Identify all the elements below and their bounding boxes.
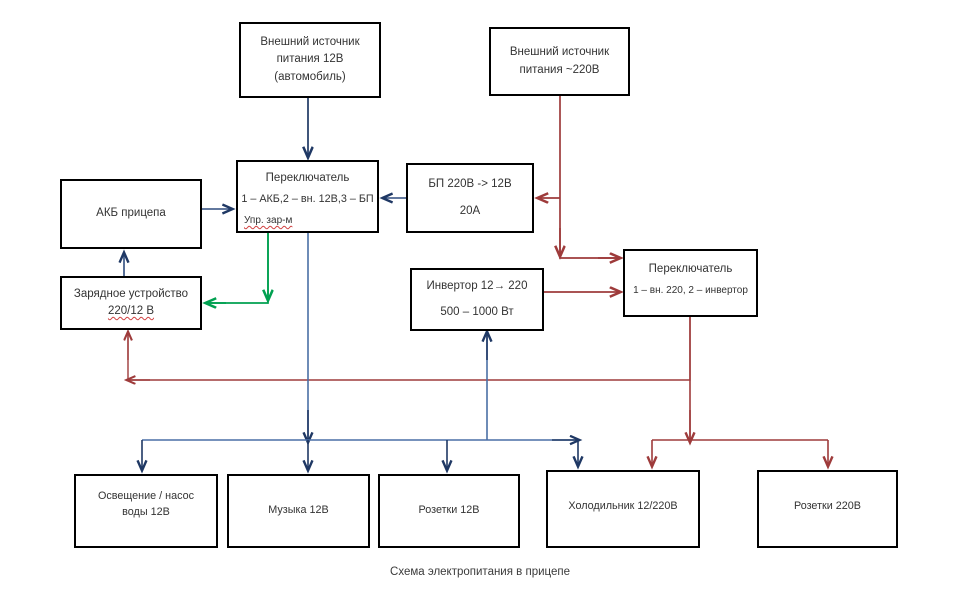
- wire-switch12v-charger-control: [206, 233, 268, 303]
- node-line: БП 220В -> 12В: [428, 178, 512, 191]
- wire-ext220v-trunk: [538, 96, 620, 258]
- node-psu-220-to-12[interactable]: БП 220В -> 12В 20А: [406, 163, 534, 233]
- node-line: Внешний источник: [509, 46, 610, 59]
- node-line: Переключатель: [265, 172, 350, 184]
- node-line: Розетки 12В: [418, 504, 480, 516]
- node-line: воды 12В: [122, 506, 170, 519]
- node-line: 20А: [459, 204, 481, 217]
- node-line: Холодильник 12/220В: [568, 500, 678, 512]
- node-line: Внешний источник: [260, 36, 360, 49]
- node-line: питания 12В: [276, 53, 344, 66]
- wire-switch220v-to-charger: [127, 317, 691, 380]
- node-load-sockets-220v[interactable]: Розетки 220В: [757, 470, 898, 548]
- node-line: Музыка 12В: [268, 504, 329, 516]
- node-line: Розетки 220В: [793, 500, 861, 512]
- node-line: Освещение / насос: [97, 490, 195, 502]
- switch-12v-control-label: Упр. зар-м: [244, 215, 293, 226]
- node-line: 500 – 1000 Вт: [440, 306, 514, 318]
- node-line: Переключатель: [648, 263, 733, 275]
- node-line: 220/12 В: [107, 305, 155, 317]
- node-line: АКБ прицепа: [96, 207, 166, 220]
- diagram-caption: Схема электропитания в прицепе: [390, 566, 570, 578]
- node-load-fridge-12-220v[interactable]: Холодильник 12/220В: [546, 470, 700, 548]
- node-trailer-battery[interactable]: АКБ прицепа: [60, 179, 202, 249]
- node-inverter[interactable]: Инвертор 12→ 220 500 – 1000 Вт: [410, 268, 544, 331]
- node-external-220v-source[interactable]: Внешний источник питания ~220В: [489, 27, 630, 96]
- wire-220v-distribution-bus: [652, 317, 828, 466]
- node-load-lighting-water-pump[interactable]: Освещение / насос воды 12В: [74, 474, 218, 548]
- node-load-sockets-12v[interactable]: Розетки 12В: [378, 474, 520, 548]
- node-charger[interactable]: Зарядное устройство 220/12 В: [60, 276, 202, 330]
- node-switch-12v[interactable]: Переключатель 1 – АКБ,2 – вн. 12В,3 – БП…: [236, 160, 379, 233]
- node-line: Инвертор 12→ 220: [426, 279, 528, 292]
- node-line: 1 – АКБ,2 – вн. 12В,3 – БП: [241, 193, 374, 206]
- node-switch-220v[interactable]: Переключатель 1 – вн. 220, 2 – инвертор: [623, 249, 758, 317]
- wire-12v-distribution-bus: [142, 332, 579, 470]
- node-line: Зарядное устройство: [73, 287, 189, 300]
- node-line: (автомобиль): [274, 70, 346, 83]
- node-external-12v-source[interactable]: Внешний источник питания 12В (автомобиль…: [239, 22, 381, 98]
- node-line: питания ~220В: [519, 63, 600, 76]
- node-load-music-12v[interactable]: Музыка 12В: [227, 474, 370, 548]
- node-line: 1 – вн. 220, 2 – инвертор: [633, 285, 748, 297]
